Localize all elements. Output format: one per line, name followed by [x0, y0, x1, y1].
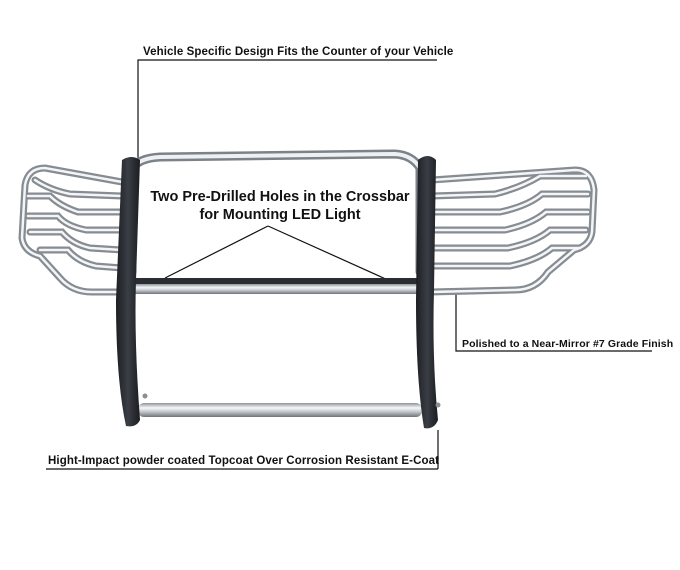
leader-top: [137, 59, 437, 175]
leader-center-right: [267, 225, 389, 281]
uprights: [116, 156, 441, 429]
leader-right: [455, 292, 652, 352]
leader-lines: [46, 59, 652, 470]
callout-pre-drilled-holes-line1: Two Pre-Drilled Holes in the Crossbar: [150, 189, 410, 205]
callout-pre-drilled-holes-line2: for Mounting LED Light: [199, 207, 361, 223]
bottom-tube: [138, 403, 422, 417]
callout-polished-finish: Polished to a Near-Mirror #7 Grade Finis…: [462, 338, 674, 350]
callout-pre-drilled-holes: Two Pre-Drilled Holes in the Crossbar fo…: [150, 188, 410, 224]
crossbar: [130, 278, 424, 294]
leader-center-left: [164, 225, 269, 279]
callout-vehicle-specific-design: Vehicle Specific Design Fits the Counter…: [143, 46, 454, 58]
right-wing: [426, 166, 598, 296]
callout-powder-coat: Hight-Impact powder coated Topcoat Over …: [48, 455, 440, 467]
left-wing: [18, 164, 136, 296]
